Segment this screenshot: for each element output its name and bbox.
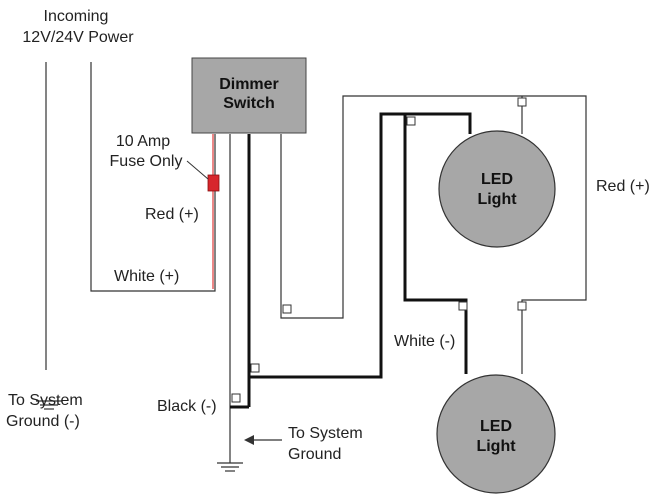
- red-plus-left-label: Red (+): [145, 206, 199, 223]
- ground-right-label-line1: To System: [288, 425, 363, 442]
- led-top-label-line1: LED: [481, 171, 513, 188]
- led-bottom-label-line1: LED: [480, 418, 512, 435]
- connector: [231, 393, 241, 403]
- white-minus-label: White (-): [394, 333, 455, 350]
- white-wire-from-dimmer: [280, 95, 587, 374]
- connector: [458, 301, 468, 311]
- led-light-bottom: [436, 374, 556, 494]
- led-top-label-line2: Light: [477, 191, 517, 208]
- ground-right-label-line2: Ground: [288, 446, 341, 463]
- fuse-leader-line: [186, 160, 209, 180]
- fuse-label-line2: Fuse Only: [110, 153, 183, 170]
- led-bottom-label-line2: Light: [476, 438, 516, 455]
- ground-symbol-bottom: [217, 462, 243, 472]
- fuse-label-line1: 10 Amp: [116, 133, 170, 150]
- incoming-wire-white: [90, 62, 216, 292]
- black-wire-to-lower-light: [403, 114, 468, 374]
- connector: [282, 304, 292, 314]
- ground-left-label-line1: To System: [8, 392, 83, 409]
- black-wire-to-lights: [249, 112, 472, 379]
- connector: [517, 97, 527, 107]
- white-plus-label: White (+): [114, 268, 179, 285]
- dimmer-label-line2: Switch: [223, 95, 275, 112]
- dimmer-switch-box: [191, 57, 307, 134]
- incoming-power-line1: Incoming: [44, 8, 109, 25]
- connector: [517, 301, 527, 311]
- connector: [250, 363, 260, 373]
- fuse-icon: [207, 174, 220, 192]
- connector: [406, 116, 416, 126]
- ground-arrow-icon: [244, 435, 282, 445]
- ground-symbol-left: [36, 400, 62, 410]
- dimmer-label-line1: Dimmer: [219, 76, 279, 93]
- incoming-power-line2: 12V/24V Power: [22, 29, 134, 46]
- black-minus-label: Black (-): [157, 398, 217, 415]
- red-plus-right-label: Red (+): [596, 178, 650, 195]
- led-light-top: [438, 130, 556, 248]
- ground-left-label-line2: Ground (-): [6, 413, 80, 430]
